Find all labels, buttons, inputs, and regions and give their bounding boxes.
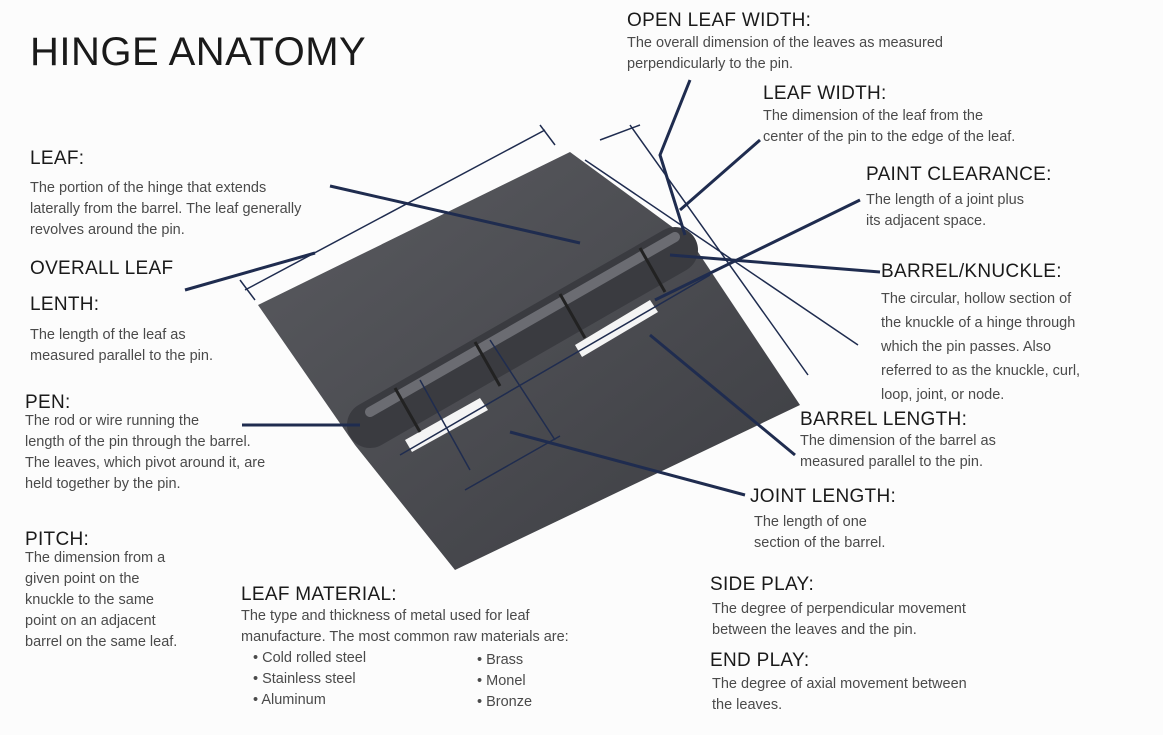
materials-list-2: Brass Monel Bronze xyxy=(477,650,532,713)
material-item: Brass xyxy=(477,650,532,671)
joint-length-heading: JOINT LENGTH: xyxy=(750,486,897,507)
open-leaf-width-heading: OPEN LEAF WIDTH: xyxy=(627,10,812,31)
joint-length-text: The length of one section of the barrel. xyxy=(754,514,886,551)
side-play-heading: SIDE PLAY: xyxy=(710,574,815,595)
leaf-material-heading: LEAF MATERIAL: xyxy=(241,584,397,605)
knuckle-dividers xyxy=(393,247,667,433)
hinge-barrel xyxy=(347,227,698,448)
paint-clearance-heading: PAINT CLEARANCE: xyxy=(866,164,1052,185)
leaf-width-text: The dimension of the leaf from the cente… xyxy=(763,108,1016,145)
pen-text: The rod or wire running the length of th… xyxy=(25,413,266,492)
end-play-heading: END PLAY: xyxy=(710,650,810,671)
barrel-knuckle-heading: BARREL/KNUCKLE: xyxy=(881,261,1062,282)
materials-list-1: Cold rolled steel Stainless steel Alumin… xyxy=(253,648,366,711)
pen-heading: PEN: xyxy=(25,392,71,413)
overall-leaf-length-heading: OVERALL LEAF xyxy=(30,258,174,279)
leaf-heading: LEAF: xyxy=(30,148,85,169)
pitch-heading: PITCH: xyxy=(25,529,90,550)
barrel-length-heading: BARREL LENGTH: xyxy=(800,409,968,430)
leaf-text: The portion of the hinge that extends la… xyxy=(30,180,302,238)
hinge-leaf xyxy=(258,152,800,570)
open-leaf-width-text: The overall dimension of the leaves as m… xyxy=(627,35,943,72)
dimension-lines xyxy=(239,124,859,491)
leaf-width-heading: LEAF WIDTH: xyxy=(763,83,887,104)
leaf-material-text: The type and thickness of metal used for… xyxy=(241,608,569,645)
material-item: Cold rolled steel xyxy=(253,648,366,669)
material-item: Bronze xyxy=(477,692,532,713)
material-item: Monel xyxy=(477,671,532,692)
barrel-knuckle-text: The circular, hollow section of the knuc… xyxy=(881,291,1081,403)
barrel-length-text: The dimension of the barrel as measured … xyxy=(800,433,996,470)
page-title: HINGE ANATOMY xyxy=(30,30,367,74)
overall-leaf-length-heading-2: LENTH: xyxy=(30,294,100,315)
pitch-text: The dimension from a given point on the … xyxy=(25,550,178,650)
material-item: Stainless steel xyxy=(253,669,366,690)
side-play-text: The degree of perpendicular movement bet… xyxy=(712,601,966,638)
leader-lines xyxy=(184,79,881,497)
material-item: Aluminum xyxy=(253,690,366,711)
paint-clearance-text: The length of a joint plus its adjacent … xyxy=(866,192,1024,229)
overall-leaf-length-text: The length of the leaf as measured paral… xyxy=(30,327,213,364)
end-play-text: The degree of axial movement between the… xyxy=(712,676,967,713)
